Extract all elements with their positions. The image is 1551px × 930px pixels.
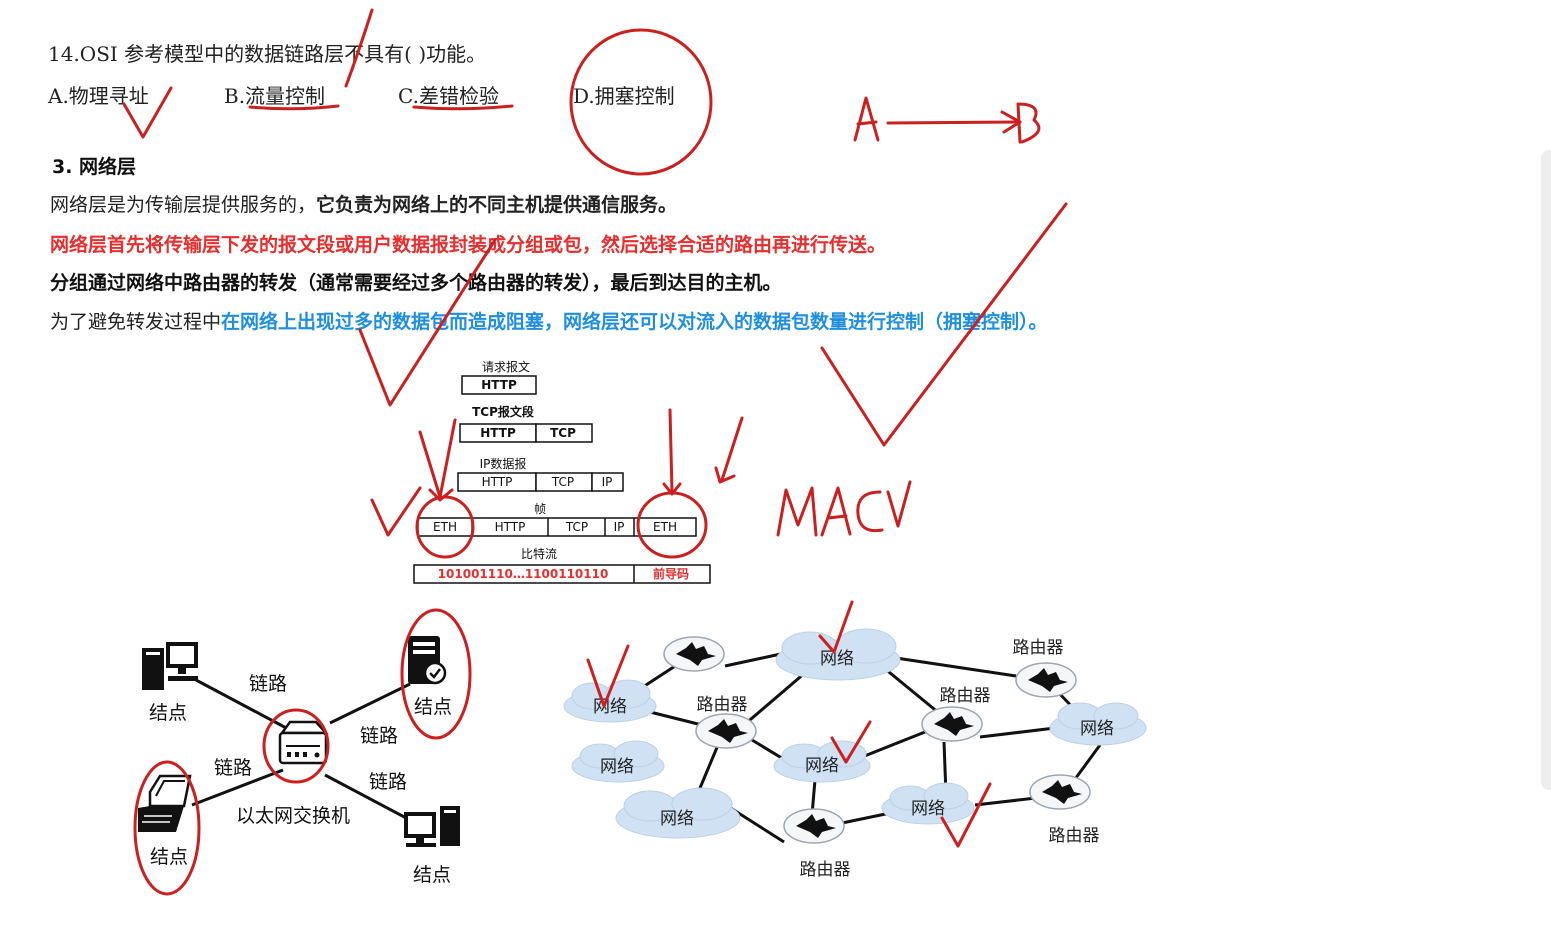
- network-label-4: 网络: [805, 756, 839, 776]
- link-label-2: 链路: [360, 725, 398, 747]
- paragraph-1: 网络层是为传输层提供服务的，它负责为网络上的不同主机提供通信服务。: [50, 190, 677, 217]
- desktop-computer-icon: [404, 806, 460, 847]
- link-label-1: 链路: [249, 673, 287, 695]
- ip-label-4: IP: [614, 520, 625, 534]
- bitstream-box: [413, 564, 711, 584]
- router-icon: [663, 636, 725, 672]
- option-c: C.差错检验: [398, 84, 499, 108]
- network-label-6: 网络: [911, 799, 945, 819]
- link-label-4: 链路: [369, 771, 407, 793]
- router-label-2: 路由器: [940, 686, 991, 706]
- router-icon: [921, 706, 983, 742]
- node-label-4: 结点: [413, 864, 451, 886]
- question-stem: 14.OSI 参考模型中的数据链路层不具有( )功能。: [48, 42, 487, 66]
- switch-label: 以太网交换机: [236, 805, 350, 827]
- node-label-1: 结点: [149, 702, 187, 724]
- cloud-network-7: [1049, 702, 1147, 746]
- network-label-1: 网络: [593, 697, 627, 717]
- network-label-3: 网络: [600, 757, 634, 777]
- bitstream-label: 比特流: [521, 546, 557, 561]
- tcp-segment-label: TCP报文段: [472, 404, 535, 419]
- http-label-2: HTTP: [480, 426, 516, 440]
- router-label-1: 路由器: [697, 695, 748, 715]
- server-icon: [408, 636, 447, 685]
- scroll-edge: [1541, 150, 1551, 790]
- tcp-label-2: TCP: [550, 426, 576, 440]
- ip-datagram-label: IP数据报: [480, 456, 527, 471]
- router-label-5: 路由器: [1049, 826, 1100, 846]
- network-label-7: 网络: [1080, 719, 1114, 739]
- section-title: 3. 网络层: [52, 156, 137, 178]
- router-icon: [1015, 662, 1077, 698]
- desktop-computer-icon: [142, 642, 198, 690]
- paragraph-1-bold: 它负责为网络上的不同主机提供通信服务。: [316, 194, 678, 216]
- laptop-icon: [138, 774, 192, 832]
- ethernet-diagram: 以太网交换机 链路 链路 链路 链路 结点 结点 结点 结点: [138, 636, 460, 886]
- link-label-3: 链路: [214, 757, 252, 779]
- paragraph-4-normal: 为了避免转发过程中: [50, 311, 222, 333]
- eth-label-left: ETH: [433, 520, 457, 534]
- network-topology: 网络 网络 网络 网络 网络 网络 网络 路由器 路由器 路由器 路由器 路由器: [563, 628, 1147, 880]
- cloud-network-5: [615, 787, 741, 839]
- frame-label: 帧: [534, 502, 546, 516]
- node-label-3: 结点: [150, 846, 188, 868]
- ip-label-3: IP: [602, 475, 613, 489]
- router-label-3: 路由器: [1013, 638, 1064, 658]
- request-label: 请求报文: [482, 359, 530, 374]
- bits-label: 101001110…1100110110: [438, 567, 609, 581]
- tcp-box-2: [535, 423, 593, 443]
- router-icon: [1029, 774, 1091, 810]
- network-label-2: 网络: [820, 649, 854, 669]
- tcp-label-3: TCP: [551, 475, 574, 489]
- router-label-4: 路由器: [800, 860, 851, 880]
- network-label-5: 网络: [660, 809, 694, 829]
- router-icon: [783, 808, 845, 844]
- paragraph-1-normal: 网络层是为传输层提供服务的，: [50, 194, 317, 216]
- http-label-4: HTTP: [495, 520, 526, 534]
- ip-box-3: [591, 472, 624, 492]
- node-label-2: 结点: [414, 696, 452, 718]
- preamble-label: 前导码: [653, 566, 689, 581]
- cloud-network-3: [571, 740, 665, 783]
- eth-label-right: ETH: [653, 520, 677, 534]
- http-label-3: HTTP: [482, 475, 513, 489]
- switch-icon: [278, 720, 329, 765]
- router-icon: [695, 713, 757, 749]
- tcp-label-4: TCP: [565, 520, 588, 534]
- option-b: B.流量控制: [224, 84, 326, 108]
- http-label-1: HTTP: [481, 378, 517, 392]
